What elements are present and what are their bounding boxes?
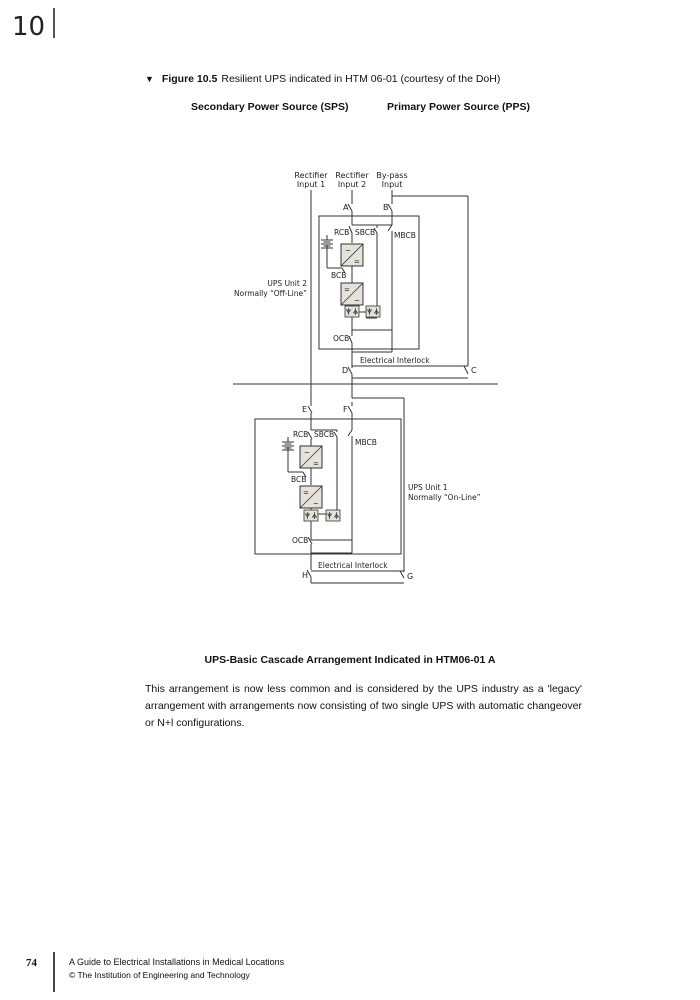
switch-g-label: G — [407, 572, 413, 581]
bypass-input-label-l2: Input — [382, 180, 403, 189]
chapter-divider — [53, 8, 55, 38]
ups-unit-1-status: Normally “On-Line” — [408, 493, 481, 502]
sbcb-label-unit2: SBCB — [355, 228, 375, 237]
bcb-label-unit1: BCB — [291, 475, 306, 484]
switch-f-label: F — [343, 405, 348, 414]
pps-label: Primary Power Source (PPS) — [387, 101, 530, 113]
ups-unit-2-status: Normally “Off-Line” — [234, 289, 307, 298]
body-paragraph: This arrangement is now less common and … — [145, 683, 582, 729]
switch-h-label: H — [302, 571, 308, 580]
switch-b-label: B — [383, 203, 389, 212]
rectifier-input-2-label-l1: Rectifier — [335, 171, 369, 180]
copyright-notice: © The Institution of Engineering and Tec… — [69, 970, 250, 980]
rcb-label-unit1: RCB — [293, 430, 308, 439]
chapter-number: 10 — [12, 12, 46, 42]
rcb-label-unit2: RCB — [334, 228, 349, 237]
ups-unit-1-name: UPS Unit 1 — [408, 483, 448, 492]
rectifier-input-1-label-l1: Rectifier — [294, 171, 328, 180]
figure-caption-text: Resilient UPS indicated in HTM 06-01 (co… — [221, 73, 501, 85]
figure-label: Figure 10.5 — [161, 73, 218, 85]
interlock-label-unit2: Electrical Interlock — [360, 356, 430, 365]
rectifier-input-1-label-l2: Input 1 — [297, 180, 325, 189]
ups-unit-2-name: UPS Unit 2 — [267, 279, 307, 288]
rectifier-input-2-label-l2: Input 2 — [338, 180, 366, 189]
mbcb-label-unit1: MBCB — [355, 438, 377, 447]
bcb-label-unit2: BCB — [331, 271, 346, 280]
ocb-label-unit2: OCB — [333, 334, 349, 343]
book-title: A Guide to Electrical Installations in M… — [69, 957, 285, 967]
switch-c-label: C — [471, 366, 477, 375]
triangle-marker-icon: ▼ — [145, 74, 154, 84]
page-number: 74 — [26, 957, 37, 969]
sbcb-label-unit1: SBCB — [314, 430, 334, 439]
switch-e-label: E — [302, 405, 307, 414]
footer-divider — [53, 952, 55, 992]
switch-d-label: D — [342, 366, 348, 375]
switch-a-label: A — [343, 203, 349, 212]
ocb-label-unit1: OCB — [292, 536, 308, 545]
ups-cascade-diagram: ~ = = ~ Rectifier Input 1 Rectifier Inpu… — [233, 171, 498, 584]
sps-label: Secondary Power Source (SPS) — [191, 101, 349, 113]
mbcb-label-unit2: MBCB — [394, 231, 416, 240]
interlock-label-unit1: Electrical Interlock — [318, 561, 388, 570]
diagram-caption: UPS-Basic Cascade Arrangement Indicated … — [204, 654, 496, 666]
bypass-input-label-l1: By-pass — [376, 171, 407, 180]
